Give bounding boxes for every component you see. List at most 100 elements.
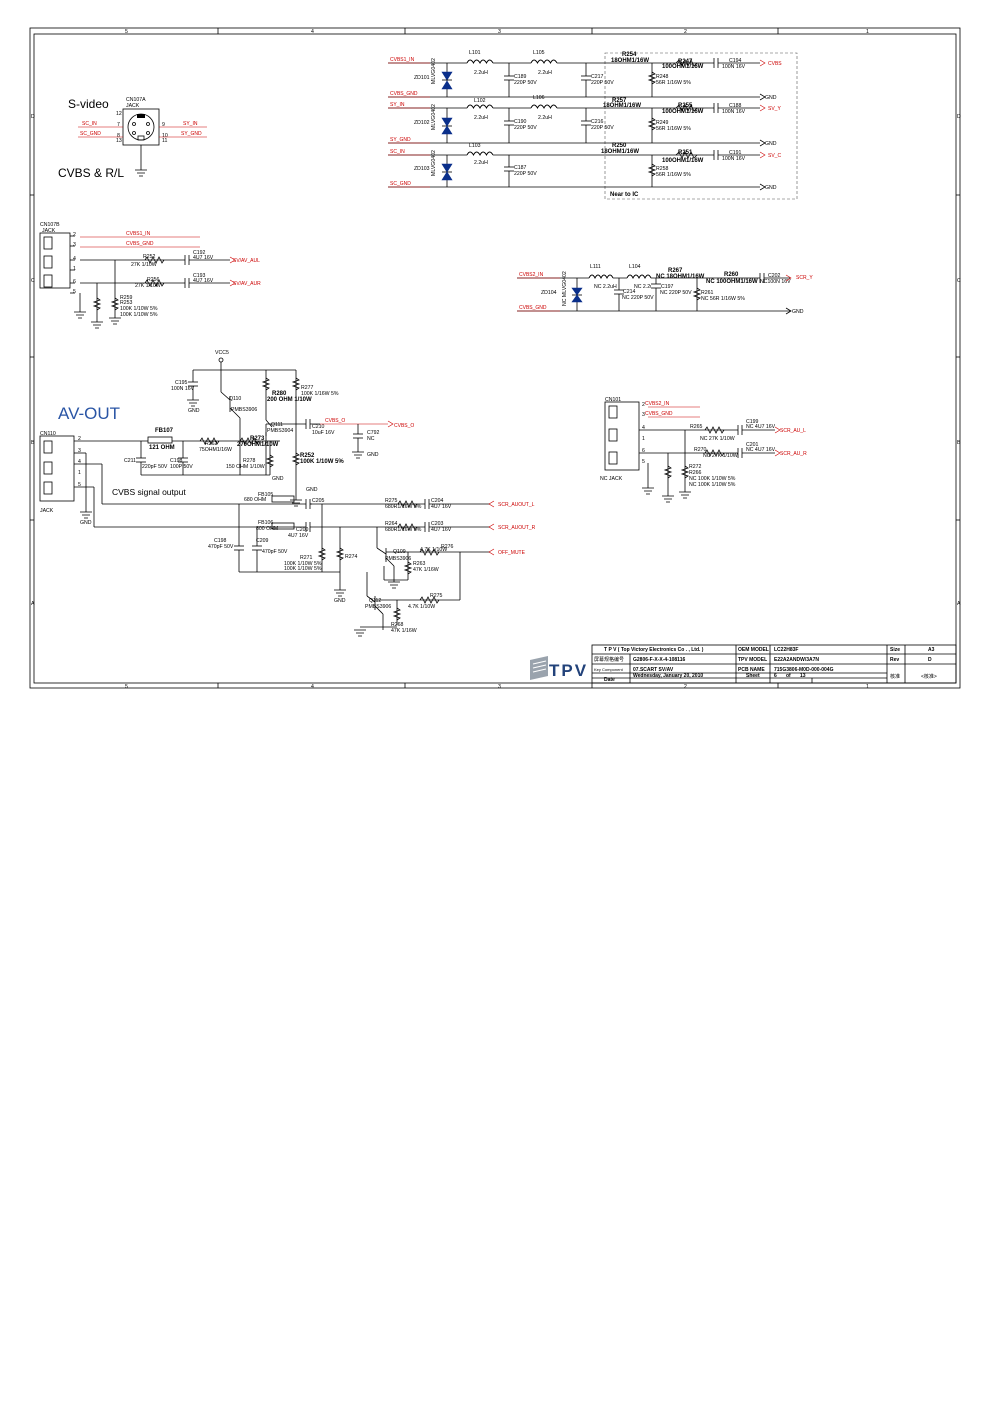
val-label: NC100N 16V (760, 279, 791, 285)
output-caps: C194 100N 16V C188 100N 16V C191 100N 16… (713, 58, 746, 162)
ref-label: R262 (205, 441, 218, 447)
frame-row-label: D (957, 114, 961, 120)
net-cvbs-o-port: CVBS_O (394, 423, 414, 429)
zd101: ZD101 MLVG0402 (414, 58, 453, 97)
val-label: 470pF 50V (262, 549, 288, 555)
ref-label: CN101 (605, 397, 621, 403)
val-label: 200 OHM 1/10W (267, 397, 312, 403)
gnd-label: GND (272, 476, 284, 482)
ref-label: ZD102 (414, 120, 430, 126)
val-label: 680R1/16W 5% (385, 527, 422, 533)
val-label: 18OHM1/16W (603, 103, 641, 109)
sheet-number: 6 (774, 673, 777, 679)
ref-label: C195 (175, 380, 188, 386)
val-label: 4.7K 1/10W (408, 604, 435, 610)
val-label: 220pF 50V (142, 464, 168, 470)
pin-label: 3 (73, 242, 76, 248)
pin-label: 4 (78, 459, 81, 465)
ref-label: R261 (701, 290, 714, 296)
val-label: NC JACK (600, 476, 623, 482)
net-gnd: GND (765, 95, 777, 101)
net-gnd: GND (792, 309, 804, 315)
ref-label: R255 (678, 103, 693, 109)
ref-label: R257 (612, 98, 627, 104)
net-cvbs-o: CVBS_O (325, 418, 345, 424)
ref-label: L101 (469, 50, 481, 56)
ref-label: C210 (312, 424, 325, 430)
ref-label: C199 (746, 419, 759, 425)
net-scr-au-l: SCR_AU_L (780, 428, 806, 434)
ref-label: R252 (300, 453, 315, 459)
net-cvbs2-in: CVBS2_IN (519, 272, 544, 278)
frame-row-label: C (31, 278, 35, 284)
ref-label: R264 (385, 521, 398, 527)
val-label: 2.2uH (474, 160, 488, 166)
pin-label: 6 (642, 448, 645, 454)
key-comp: 07.SCART SV/AV (633, 667, 674, 673)
ref-label: L104 (629, 264, 641, 270)
val-label: 56R 1/16W 5% (656, 126, 691, 132)
ref-label: R271 (300, 555, 313, 561)
ref-label: R248 (656, 74, 669, 80)
net-gnd: GND (765, 185, 777, 191)
frame-row-label: A (31, 601, 35, 607)
val-label: 2.2uH (538, 70, 552, 76)
ref-label: R275 (385, 498, 398, 504)
zd103: ZD103 MLVG0402 (414, 150, 453, 187)
frame-col-label: 5 (125, 684, 128, 690)
val-label: 75OHM1/16W (199, 447, 232, 453)
pin-label: 9 (162, 122, 165, 128)
ref-label: R278 (243, 458, 256, 464)
key-comp-label: Key Component (594, 667, 624, 672)
val-label: JACK (42, 228, 56, 234)
ref-label: C792 (367, 430, 380, 436)
l106: L106 2.2uH (530, 95, 558, 121)
tpv-model: E22A2ANDW/3A7N (774, 657, 819, 663)
val-label: 27K 1/10W (131, 262, 157, 268)
val-label: MLVG0402 (431, 150, 437, 176)
frame-col-label: 5 (125, 29, 128, 35)
pin-label: 2 (78, 436, 81, 442)
ref-label: ZD103 (414, 166, 430, 172)
ref-label: C198 (214, 538, 227, 544)
ref-label: L106 (533, 95, 545, 101)
fb107-body (147, 436, 173, 444)
net-sv-y: SV_Y (768, 106, 781, 112)
ref-label: C187 (514, 165, 527, 171)
cn101-jack: CN101 NC JACK 2 3 4 1 6 5 CVBS2_IN CVBS_… (600, 397, 807, 503)
ref-label: R267 (668, 268, 683, 274)
val-label: 270OHM1/10W (237, 442, 279, 448)
pin-label: 5 (642, 459, 645, 465)
ref-label: R254 (622, 52, 637, 58)
title-block: TPV T P V ( Top Victory Electronics Co .… (530, 644, 957, 684)
val-label: 220P 50V (591, 80, 614, 86)
pin-label: 1 (642, 436, 645, 442)
pin-label: 1 (78, 470, 81, 476)
sheet-frame: 5 4 3 2 1 5 4 3 2 1 D C B A D C B A (29, 27, 961, 690)
val-label: NC 220P 50V (622, 295, 654, 301)
val-label: 100N 16V (722, 109, 746, 115)
val-label: 27K 1/10W (135, 283, 161, 289)
frame-col-label: 2 (684, 29, 687, 35)
ref-label: C216 (591, 119, 604, 125)
pin-label: 4 (73, 256, 76, 262)
val-label: 680 OHM (244, 497, 266, 503)
l103: L103 2.2uH (466, 143, 494, 166)
cvbs-output-label: CVBS signal output (112, 487, 186, 497)
val-label: 680R1/16W 5% (385, 504, 422, 510)
l105: L105 2.2uH (530, 50, 558, 76)
oem-model-label: OEM MODEL (738, 647, 769, 653)
val-label: 800 OHM (256, 526, 278, 532)
net-cvbs2-in: CVBS2_IN (645, 401, 670, 407)
pcb-label: PCB NAME (738, 667, 765, 673)
ref-label: C192 (193, 250, 206, 256)
net-cvbs-gnd: CVBS_GND (126, 241, 154, 247)
val-label: 100N 16V (722, 64, 746, 70)
ref-label: R256 (147, 277, 160, 283)
ref-label: FB106 (258, 520, 273, 526)
frame-row-label: C (957, 278, 961, 284)
ref-label: R270 (694, 447, 707, 453)
val-label: NC 2.2uH (594, 284, 617, 290)
net-scr-au-r: SCR_AU_R (780, 451, 807, 457)
ref-label: ZD104 (541, 290, 557, 296)
